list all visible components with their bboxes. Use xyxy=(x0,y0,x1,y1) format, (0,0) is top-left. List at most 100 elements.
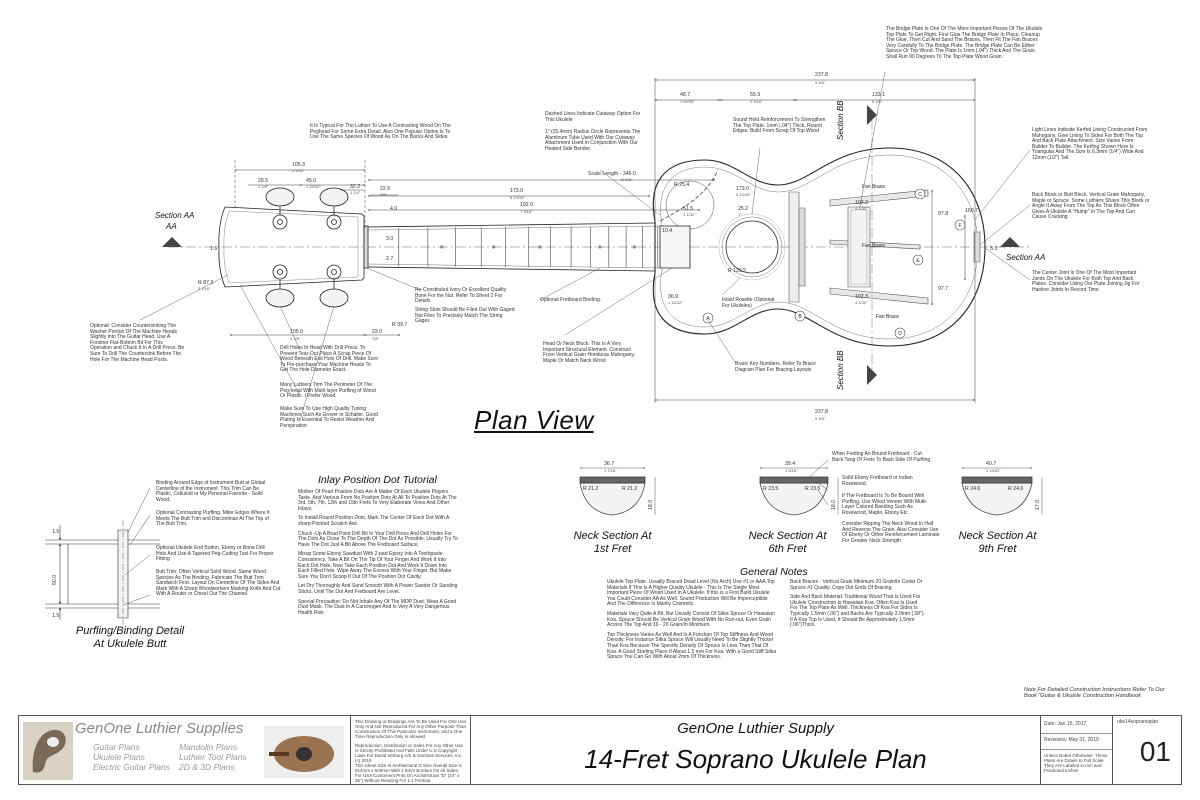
general-notes-left: Ukulele Top Plate. Usually Braced Dead L… xyxy=(607,579,777,661)
svg-text:160.7: 160.7 xyxy=(965,208,978,214)
svg-text:7/8": 7/8" xyxy=(380,192,388,197)
meta-cell: Date: Jan 15, 2017 Revisions: May 31, 20… xyxy=(1041,716,1183,784)
svg-text:R 23.5: R 23.5 xyxy=(763,486,778,492)
svg-text:1.5: 1.5 xyxy=(52,613,59,619)
note-peghead-trim: Many Luthiers Trim The Perimeter Of The … xyxy=(280,382,376,400)
svg-text:45.0: 45.0 xyxy=(306,178,316,184)
svg-text:17.0: 17.0 xyxy=(1035,500,1041,510)
svg-text:105.3: 105.3 xyxy=(292,162,305,168)
svg-text:1 15/32": 1 15/32" xyxy=(668,300,683,305)
svg-text:25.2: 25.2 xyxy=(738,206,748,212)
section-labels: Section AA AA Section AA Section BB Sect… xyxy=(155,100,1045,390)
plan-title: 14-Fret Soprano Ukulele Plan xyxy=(584,744,927,774)
note-butt-trim: Butt Trim: Often Vertical Solid Wood. Sa… xyxy=(156,569,281,598)
title-cell: GenOne Luthier Supply 14-Fret Soprano Uk… xyxy=(471,716,1041,784)
svg-text:10.4: 10.4 xyxy=(662,228,672,234)
svg-text:9 3/8": 9 3/8" xyxy=(815,80,826,85)
dimension-lines xyxy=(229,78,976,403)
note-end-button: Optional Ukulele End Button. Ebony or Bo… xyxy=(156,545,274,563)
svg-text:Section BB: Section BB xyxy=(836,100,845,140)
svg-text:Fan Brace: Fan Brace xyxy=(876,314,899,320)
svg-text:5.3: 5.3 xyxy=(990,246,997,252)
note-soundhole-reinforcement: Sound Hold Reinforcement To Strengthen T… xyxy=(733,117,826,135)
dimension-labels: 237.8 9 3/8" 237.8 9 3/8" 133.1 5 1/4" 4… xyxy=(198,72,997,421)
headstock-outline xyxy=(219,207,364,287)
svg-text:6 13/16": 6 13/16" xyxy=(510,195,525,200)
svg-text:97.7: 97.7 xyxy=(938,286,948,292)
svg-text:4 1/8": 4 1/8" xyxy=(290,336,301,341)
svg-text:Fan Brace: Fan Brace xyxy=(862,184,885,190)
brace-key-circle xyxy=(915,189,925,199)
svg-text:237.8: 237.8 xyxy=(815,409,828,415)
neck-section-dims: 36.7 1 7/16" R 21.2 R 21.2 18.0 39.4 1 9… xyxy=(583,461,1041,510)
neck-block xyxy=(660,226,690,268)
nut xyxy=(364,226,368,268)
svg-text:13 5/8": 13 5/8" xyxy=(620,177,633,182)
svg-text:7 9/16": 7 9/16" xyxy=(520,209,533,214)
note-tuning-machines: Make Sure To Use High Quality Tuning Mac… xyxy=(280,406,378,429)
svg-text:R 24.6: R 24.6 xyxy=(965,486,980,492)
note-dashed-lines: Dashed Lines Indicate Cutaway Option For… xyxy=(545,111,641,123)
svg-text:3 7/16": 3 7/16" xyxy=(198,286,211,291)
leader-lines xyxy=(140,72,1030,420)
brace-key-circle xyxy=(795,311,805,321)
position-dot xyxy=(538,245,542,249)
brace-key-circle xyxy=(703,313,713,323)
position-dot xyxy=(632,245,636,249)
svg-text:R 24.6: R 24.6 xyxy=(1008,486,1023,492)
svg-text:173.0: 173.0 xyxy=(736,186,749,192)
note-bridge-plate: The Bridge Plate Is One Of The More Impo… xyxy=(886,26,1043,60)
note-fretboard-purfling: If The Fretboard Is To Be Bound With Pur… xyxy=(842,493,928,516)
sheet-number: 01 xyxy=(1139,736,1171,767)
svg-text:192.0: 192.0 xyxy=(520,202,533,208)
position-dot xyxy=(440,245,444,249)
note-drill-holes: Drill Holes In Head With Drill Press. To… xyxy=(280,345,379,374)
note-nut-material: Re-Constituted Ivory Or Excellent Qualit… xyxy=(415,287,507,305)
brand-cell: GenOne Luthier Supplies Guitar Plans Uku… xyxy=(19,716,351,784)
purfling-detail xyxy=(45,488,160,625)
brace-key-letter: A xyxy=(706,316,710,322)
svg-text:2 1/32": 2 1/32" xyxy=(683,212,696,217)
svg-text:102.3: 102.3 xyxy=(855,294,868,300)
brace-key-letter: B xyxy=(798,314,802,320)
revisions: Revisions: May 31, 2019 xyxy=(1044,737,1099,743)
purfling-caption: Purfling/Binding Detail At Ukulele Butt xyxy=(75,625,185,650)
svg-text:R 87.3: R 87.3 xyxy=(198,280,213,286)
note-fretboard-binding: Optional Fretboard Binding. xyxy=(540,297,602,303)
tuning-machines xyxy=(266,188,348,307)
svg-text:1 1/8": 1 1/8" xyxy=(258,184,269,189)
note-purfling: Optional Contrasting Purfling. Miter Edg… xyxy=(156,510,270,528)
svg-text:R 25.4: R 25.4 xyxy=(674,182,689,188)
svg-text:102.3: 102.3 xyxy=(855,200,868,206)
svg-text:4 1/32": 4 1/32" xyxy=(855,300,868,305)
position-dot xyxy=(492,245,496,249)
svg-text:1 25/32": 1 25/32" xyxy=(306,184,321,189)
svg-text:18.0: 18.0 xyxy=(648,500,654,510)
svg-text:2 3/16": 2 3/16" xyxy=(750,99,763,104)
svg-text:7/8": 7/8" xyxy=(372,336,380,341)
svg-text:55.9: 55.9 xyxy=(750,92,760,98)
note-radius-circle: 1" (25.4mm) Radius Circle Represents The… xyxy=(545,129,641,152)
svg-text:4 1/32": 4 1/32" xyxy=(855,206,868,211)
svg-text:105.0: 105.0 xyxy=(290,329,303,335)
svg-text:Scale Length - 346.0: Scale Length - 346.0 xyxy=(588,171,636,177)
svg-text:50.0: 50.0 xyxy=(52,575,58,585)
svg-text:4.0: 4.0 xyxy=(390,206,397,212)
svg-text:1.6: 1.6 xyxy=(210,246,217,252)
title-block: GenOne Luthier Supplies Guitar Plans Uku… xyxy=(18,715,1182,785)
note-center-joint: The Center Joint Is One Of The Most Impo… xyxy=(1032,270,1140,293)
svg-text:3.0: 3.0 xyxy=(386,236,393,242)
svg-text:R 21.2: R 21.2 xyxy=(622,486,637,492)
note-neck-ripping: Consider Ripping The Neck Wood In Half A… xyxy=(842,521,940,544)
svg-text:1 1/4": 1 1/4" xyxy=(350,190,361,195)
handbook-note: Note For Detailed Construction Instructi… xyxy=(1024,687,1165,700)
svg-text:R 39.7: R 39.7 xyxy=(392,322,407,328)
svg-text:18.0: 18.0 xyxy=(831,500,837,510)
svg-text:173.0: 173.0 xyxy=(510,188,523,194)
svg-text:36.7: 36.7 xyxy=(604,461,614,467)
file-name: uke14sopranoplan xyxy=(1117,719,1159,725)
note-rosette: Inlaid Rosette (Optional For Ukuleles) xyxy=(722,297,775,309)
